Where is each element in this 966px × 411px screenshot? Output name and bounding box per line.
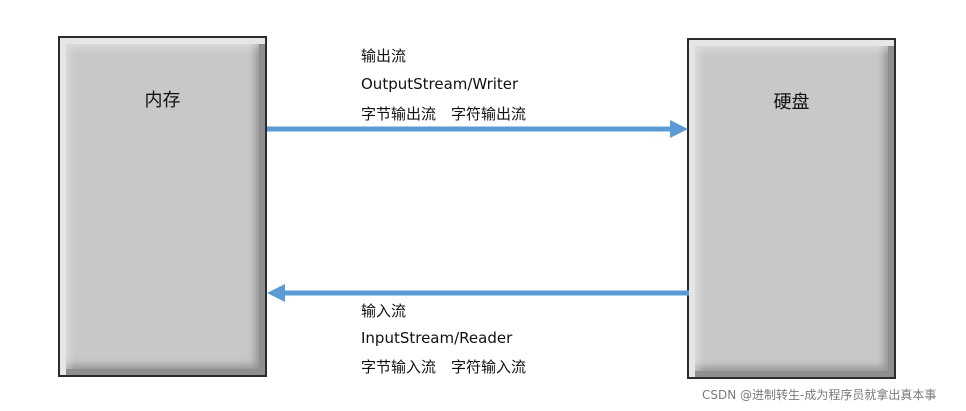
memory-box: 内存 bbox=[58, 36, 267, 377]
disk-label: 硬盘 bbox=[773, 92, 810, 113]
watermark: CSDN @进制转生-成为程序员就拿出真本事 bbox=[702, 388, 937, 402]
input-flow-types: 字节输入流 字符输入流 bbox=[361, 358, 527, 376]
input-flow-title: 输入流 bbox=[361, 302, 407, 320]
input-arrow bbox=[267, 284, 689, 302]
input-flow-classes: InputStream/Reader bbox=[361, 329, 513, 347]
input-arrow-head bbox=[267, 284, 285, 302]
output-arrow bbox=[267, 120, 688, 138]
output-arrow-head bbox=[670, 120, 688, 138]
memory-label: 内存 bbox=[144, 90, 181, 111]
output-flow-title: 输出流 bbox=[361, 47, 407, 65]
disk-box: 硬盘 bbox=[687, 38, 896, 379]
output-flow-types: 字节输出流 字符输出流 bbox=[361, 105, 527, 123]
output-flow-classes: OutputStream/Writer bbox=[361, 75, 519, 93]
